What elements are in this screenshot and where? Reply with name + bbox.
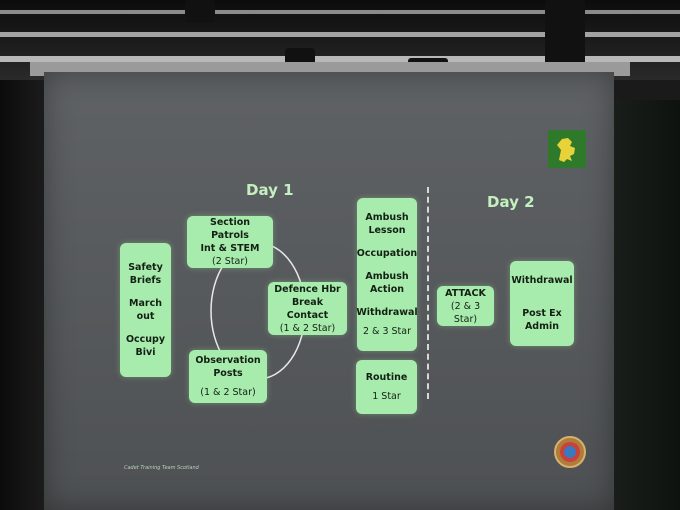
observation-posts-box: Observation Posts (1 & 2 Star) xyxy=(189,350,267,403)
defence-hbr-box: Defence Hbr Break Contact (1 & 2 Star) xyxy=(268,282,347,335)
curtain-right xyxy=(608,100,680,510)
box-line: Ambush xyxy=(365,212,409,223)
truss-bar xyxy=(0,10,680,14)
box-line: Post Ex xyxy=(522,308,562,319)
box-subtitle: (2 Star) xyxy=(212,256,248,267)
box-line: Admin xyxy=(524,321,560,332)
box-line: March xyxy=(129,298,162,309)
box-subtitle: (2 & 3 Star) xyxy=(450,300,481,325)
round-badge-icon xyxy=(554,436,586,468)
day-2-title: Day 2 xyxy=(487,193,535,211)
box-line: out xyxy=(136,311,155,322)
box-line: Briefs xyxy=(129,275,162,286)
stage-light xyxy=(545,0,585,70)
day-divider-dashed-line xyxy=(427,187,429,399)
ambush-box: Ambush Lesson Occupation Ambush Action W… xyxy=(356,198,418,351)
box-line: ATTACK xyxy=(445,287,486,299)
truss-bar xyxy=(0,32,680,37)
attack-box: ATTACK (2 & 3 Star) xyxy=(437,286,494,326)
box-line: Section Patrols xyxy=(209,217,250,241)
routine-box: Routine 1 Star xyxy=(356,360,417,414)
box-line: Lesson xyxy=(368,225,406,236)
stage-light xyxy=(185,0,215,22)
box-line: Defence Hbr xyxy=(274,283,341,295)
box-line: Safety xyxy=(128,262,163,273)
withdrawal-box: Withdrawal Post Ex Admin xyxy=(510,261,574,346)
section-patrols-box: Section Patrols Int & STEM (2 Star) xyxy=(187,216,273,268)
box-subtitle: (1 & 2 Star) xyxy=(200,387,256,398)
box-subtitle: (1 & 2 Star) xyxy=(279,322,336,334)
box-line: Occupation xyxy=(356,248,418,259)
box-line: Observation xyxy=(195,355,261,366)
safety-briefs-box: Safety Briefs March out Occupy Bivi xyxy=(120,243,171,377)
box-line: Int & STEM xyxy=(200,243,260,254)
box-line: Bivi xyxy=(135,347,156,358)
curtain-left xyxy=(0,80,46,510)
box-line: Break Contact xyxy=(286,296,329,321)
box-line: Withdrawal xyxy=(356,307,418,318)
box-line: Posts xyxy=(213,368,243,379)
day-1-title: Day 1 xyxy=(246,181,294,199)
box-line: Action xyxy=(369,284,405,295)
box-subtitle: 2 & 3 Star xyxy=(362,326,412,337)
truss-bar xyxy=(0,56,680,62)
lion-rampant-crest-icon xyxy=(548,130,586,168)
footer-text: Cadet Training Team Scotland xyxy=(124,465,199,471)
box-line: Withdrawal xyxy=(511,275,573,286)
box-subtitle: 1 Star xyxy=(372,391,401,402)
box-line: Occupy xyxy=(125,334,166,345)
box-line: Routine xyxy=(365,372,408,383)
box-line: Ambush xyxy=(365,271,409,282)
